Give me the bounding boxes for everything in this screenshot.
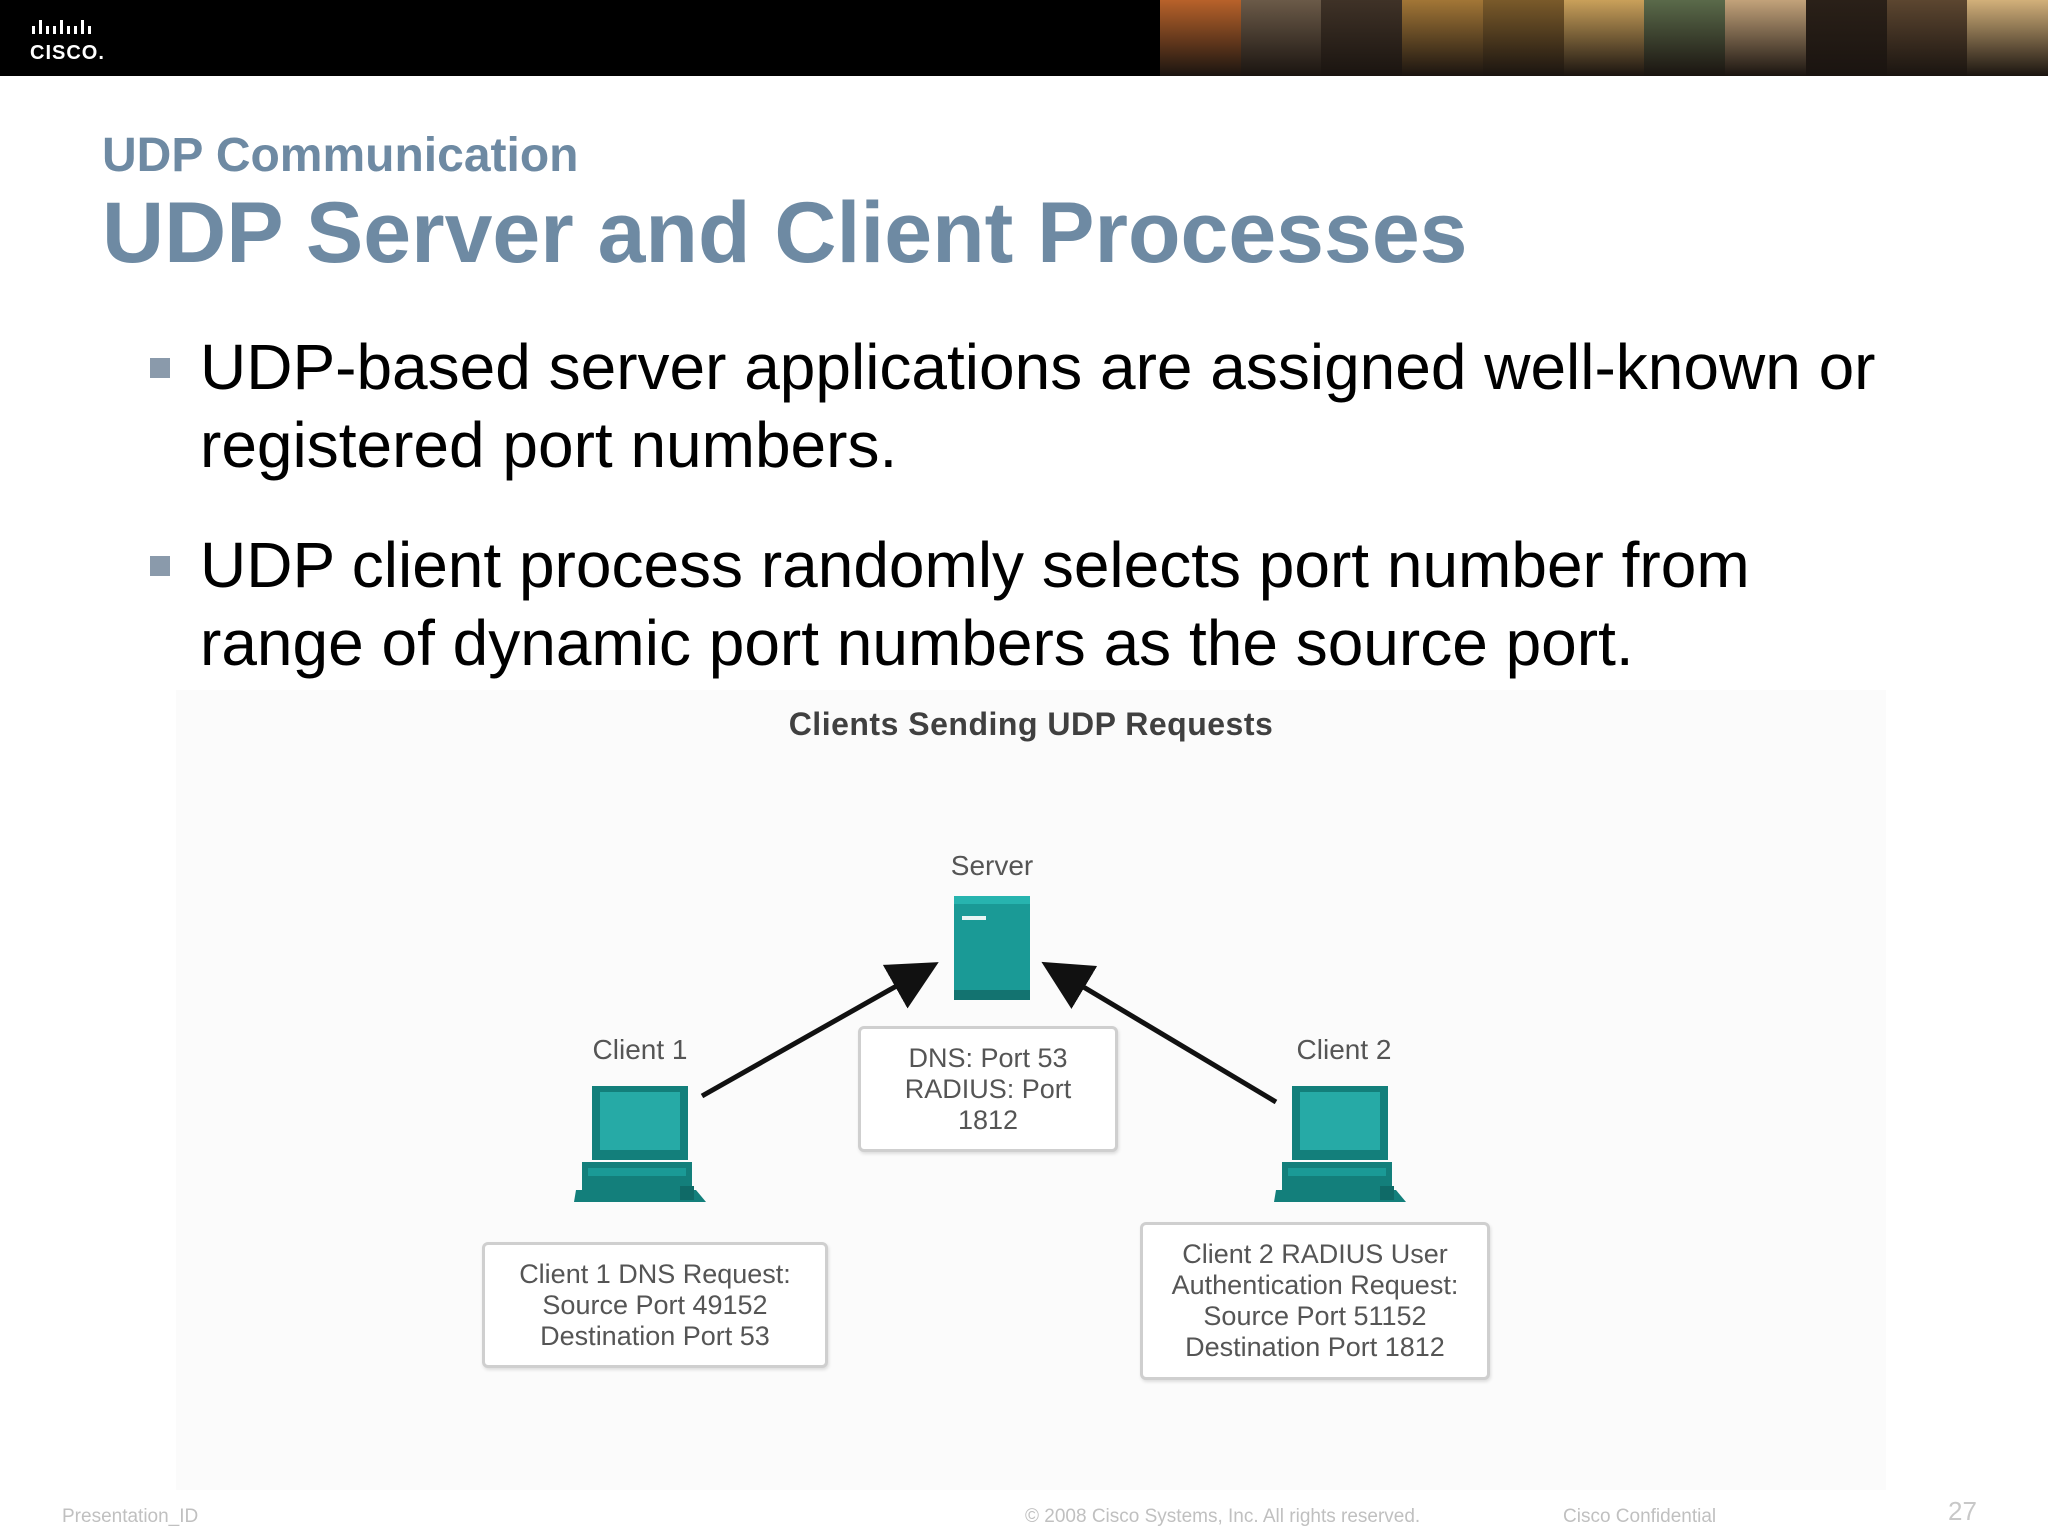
photo-tile	[1160, 0, 1241, 76]
diagram-graphics	[574, 896, 1406, 1202]
photo-tile	[1805, 0, 1887, 76]
photo-tile	[1967, 0, 2048, 76]
client1-computer-icon	[574, 1086, 706, 1202]
page-number: 27	[1948, 1496, 1977, 1526]
photo-tile	[1402, 0, 1483, 76]
client2-box-line: Destination Port 1812	[1185, 1332, 1445, 1362]
photo-strip	[1160, 0, 2048, 76]
page-title: UDP Server and Client Processes	[102, 185, 1468, 281]
presentation-id: Presentation_ID	[62, 1506, 199, 1527]
bullet-item: UDP client process randomly selects port…	[150, 526, 1910, 682]
bullet-text: UDP client process randomly selects port…	[200, 529, 1750, 679]
photo-tile	[1644, 0, 1726, 76]
section-title: UDP Communication	[102, 129, 579, 182]
confidential-label: Cisco Confidential	[1563, 1506, 1717, 1527]
bullet-item: UDP-based server applications are assign…	[150, 328, 1910, 484]
cisco-logo: CISCO.	[30, 14, 120, 64]
header-bar: CISCO.	[0, 0, 2048, 76]
udp-diagram: Clients Sending UDP Requests	[176, 690, 1886, 1490]
client2-box-line: Client 2 RADIUS User	[1182, 1239, 1448, 1269]
diagram-title: Clients Sending UDP Requests	[788, 706, 1274, 742]
bullet-square-icon	[150, 358, 170, 378]
arrow-client2-to-server	[1041, 961, 1278, 1105]
photo-tile	[1321, 0, 1403, 76]
logo-wordmark: CISCO.	[30, 42, 105, 64]
client2-label: Client 2	[1296, 1034, 1392, 1065]
bullet-text: UDP-based server applications are assign…	[200, 331, 1876, 481]
client2-box-line: Authentication Request:	[1171, 1270, 1459, 1300]
photo-tile	[1886, 0, 1968, 76]
client1-box-line: Source Port 49152	[542, 1289, 768, 1320]
client1-box-line: Destination Port 53	[540, 1320, 770, 1351]
photo-tile	[1482, 0, 1564, 76]
server-icon	[954, 896, 1030, 1000]
client1-label: Client 1	[592, 1034, 688, 1065]
client1-request-box: Client 1 DNS Request: Source Port 49152 …	[482, 1242, 828, 1368]
copyright: © 2008 Cisco Systems, Inc. All rights re…	[1025, 1506, 1421, 1527]
server-box-line: RADIUS: Port	[904, 1073, 1072, 1104]
bullet-square-icon	[150, 556, 170, 576]
client2-computer-icon	[1274, 1086, 1406, 1202]
photo-tile	[1725, 0, 1806, 76]
bullet-list: UDP-based server applications are assign…	[150, 328, 1910, 724]
photo-tile	[1563, 0, 1645, 76]
arrow-client1-to-server	[700, 962, 939, 1099]
cisco-bridge-icon	[32, 20, 91, 34]
photo-tile	[1240, 0, 1322, 76]
client1-box-line: Client 1 DNS Request:	[519, 1258, 791, 1289]
client2-request-box: Client 2 RADIUS User Authentication Requ…	[1140, 1222, 1490, 1380]
server-box-line: 1812	[957, 1104, 1019, 1135]
server-box-line: DNS: Port 53	[908, 1042, 1068, 1073]
server-label: Server	[950, 850, 1034, 881]
server-ports-box: DNS: Port 53 RADIUS: Port 1812	[858, 1026, 1118, 1152]
client2-box-line: Source Port 51152	[1203, 1301, 1427, 1331]
